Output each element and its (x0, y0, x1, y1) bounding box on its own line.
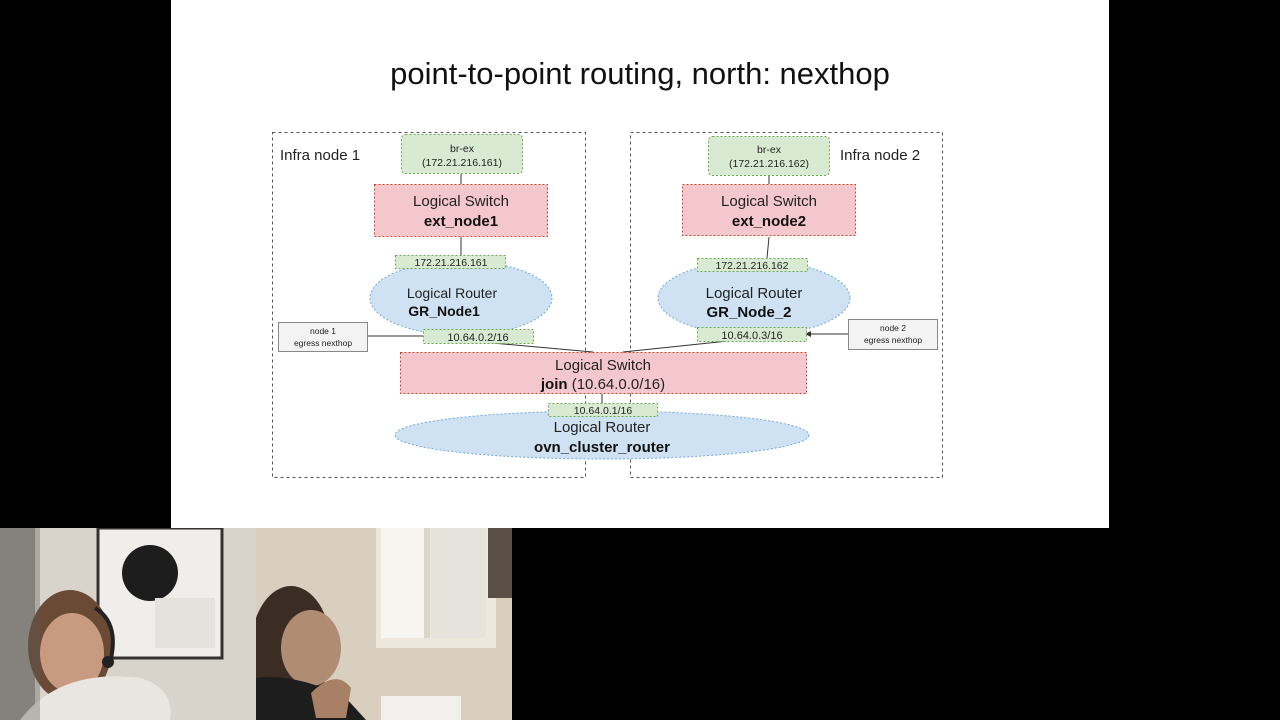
logical-switch-ext-node1 (374, 184, 548, 237)
infra-node-2-label: Infra node 2 (840, 147, 920, 164)
gr-node1-name: GR_Node1 (408, 303, 480, 319)
gr-node1-type: Logical Router (407, 285, 498, 301)
nexthop-1-box (278, 322, 368, 352)
ext-node1-type: Logical Switch (413, 193, 509, 210)
infra-node-1-box (272, 132, 586, 478)
participant-1-video-frame (0, 528, 256, 720)
gr-node2-type: Logical Router (706, 285, 803, 302)
join-switch-type: Logical Switch (555, 357, 651, 374)
br-ex-1-name: br-ex (450, 143, 475, 155)
infra-node-2-box (630, 132, 943, 478)
infra-node-1-label: Infra node 1 (280, 147, 360, 164)
cluster-router-type: Logical Router (554, 419, 651, 436)
nexthop-2-line2: egress nexthop (864, 335, 922, 345)
connector-lines (368, 174, 848, 404)
port-cluster-router-ip: 10.64.0.1/16 (574, 405, 633, 417)
participant-2-video (256, 528, 512, 720)
port-ext1 (395, 255, 506, 269)
slide-title: point-to-point routing, north: nexthop (390, 56, 890, 91)
port-gr2-join-ip: 10.64.0.3/16 (721, 330, 782, 342)
port-gr1-join (423, 329, 534, 344)
port-gr1-join-ip: 10.64.0.2/16 (447, 332, 508, 344)
br-ex-2-ip: (172.21.216.162) (729, 158, 809, 170)
gr-node2-name: GR_Node_2 (706, 304, 791, 321)
ext-node2-type: Logical Switch (721, 193, 817, 210)
port-ext1-ip: 172.21.216.161 (415, 257, 488, 269)
nexthop-1-line1: node 1 (310, 326, 336, 336)
join-switch-subnet: (10.64.0.0/16) (572, 376, 665, 393)
port-ext2 (697, 258, 808, 272)
participant-2-video-frame (256, 528, 512, 720)
nexthop-2-box (848, 319, 938, 350)
ext-node1-name: ext_node1 (424, 213, 498, 230)
presentation-slide: point-to-point routing, north: nexthop I… (171, 0, 1109, 528)
nexthop-2-line1: node 2 (880, 323, 906, 333)
logical-switch-ext-node2 (682, 184, 856, 236)
br-ex-1-box (401, 134, 523, 174)
participant-1-video (0, 528, 256, 720)
logical-switch-join (400, 352, 807, 394)
port-cluster-router (548, 403, 658, 417)
br-ex-2-name: br-ex (757, 144, 782, 156)
nexthop-1-line2: egress nexthop (294, 338, 352, 348)
br-ex-1-ip: (172.21.216.161) (422, 157, 502, 169)
port-ext2-ip: 172.21.216.162 (716, 260, 789, 272)
join-switch-name: join (540, 376, 568, 393)
nexthop-2-arrowhead (805, 331, 811, 337)
br-ex-2-box (708, 136, 830, 176)
join-switch-label: join (10.64.0.0/16) (540, 376, 665, 393)
ovn-routing-diagram: Infra node 1 Infra node 2 br-ex (172.21.… (272, 132, 943, 478)
cluster-router-name: ovn_cluster_router (534, 439, 670, 456)
port-gr2-join (697, 327, 807, 342)
ext-node2-name: ext_node2 (732, 213, 806, 230)
